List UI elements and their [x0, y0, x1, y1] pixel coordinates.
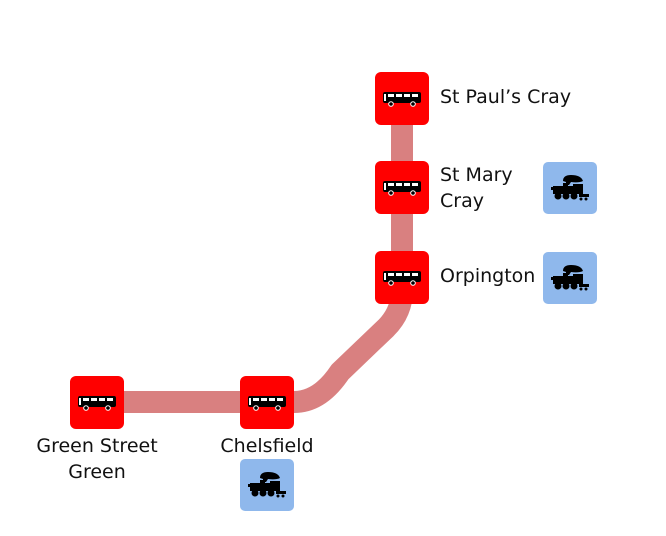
stop-label: Orpington — [440, 265, 536, 287]
stop-green-street-green[interactable] — [70, 376, 124, 429]
steam-train-icon — [551, 265, 589, 291]
stop-label-line: St Mary — [440, 164, 513, 186]
stop-label-line: Green Street — [36, 435, 158, 457]
steam-train-icon — [248, 472, 286, 498]
rail-st-mary-cray[interactable] — [543, 162, 597, 214]
stop-st-mary-cray[interactable] — [375, 161, 429, 214]
stop-label-line: Green — [68, 461, 126, 483]
stop-chelsfield[interactable] — [240, 376, 294, 429]
stop-label: St Paul’s Cray — [440, 86, 572, 108]
bus-icon — [383, 180, 421, 196]
bus-icon — [248, 395, 286, 411]
bus-icon — [78, 395, 116, 411]
bus-icon — [383, 91, 421, 107]
stop-label: Chelsfield — [220, 435, 314, 457]
stop-label-line: Cray — [440, 190, 484, 212]
rail-orpington[interactable] — [543, 252, 597, 304]
stop-st-pauls-cray[interactable] — [375, 72, 429, 125]
steam-train-icon — [551, 175, 589, 201]
bus-icon — [383, 270, 421, 286]
stop-orpington[interactable] — [375, 251, 429, 304]
rail-chelsfield[interactable] — [240, 459, 294, 511]
